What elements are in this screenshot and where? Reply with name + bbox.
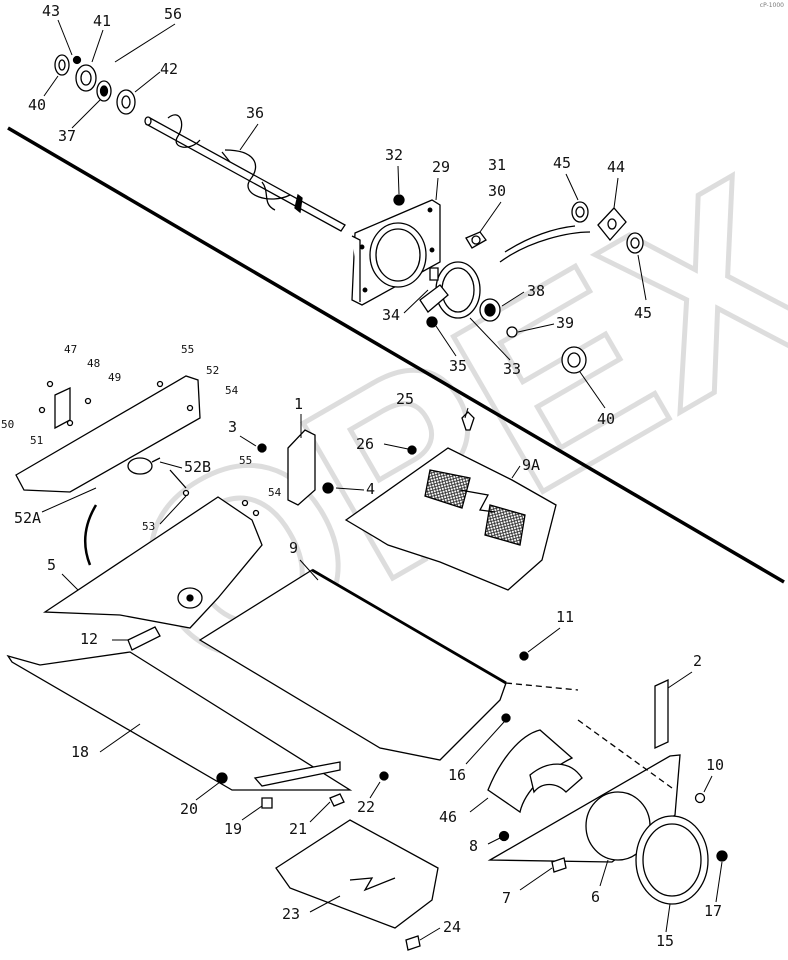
callout-31: 31 (488, 156, 506, 174)
callout-45b: 45 (634, 304, 652, 322)
callout-17: 17 (704, 902, 722, 920)
callout-52: 52 (206, 364, 219, 377)
nut-17 (716, 850, 728, 862)
callout-55a: 55 (181, 343, 194, 356)
bracket-2 (654, 678, 669, 750)
callout-32: 32 (385, 146, 403, 164)
nut-20 (216, 772, 228, 784)
bolt-19 (261, 797, 273, 809)
auger-shaft-assembly (54, 54, 644, 374)
callout-52A: 52A (14, 509, 41, 527)
callout-56: 56 (164, 5, 182, 23)
callout-22: 22 (357, 798, 375, 816)
callout-11: 11 (556, 608, 574, 626)
callout-3: 3 (228, 418, 237, 436)
screen-9A (344, 447, 557, 591)
callout-50: 50 (1, 418, 14, 431)
callout-29: 29 (432, 158, 450, 176)
callout-2: 2 (693, 652, 702, 670)
callout-39: 39 (556, 314, 574, 332)
nut-16 (501, 713, 511, 723)
callout-15: 15 (656, 932, 674, 950)
corner-code: cP-1000 (759, 2, 784, 9)
callout-25: 25 (396, 390, 414, 408)
callout-49: 49 (108, 371, 121, 384)
callout-40: 40 (28, 96, 46, 114)
bracket-1 (287, 429, 316, 506)
nut-39 (506, 326, 518, 338)
callout-41: 41 (93, 12, 111, 30)
strip-12 (127, 626, 161, 651)
callout-35: 35 (449, 357, 467, 375)
bolt-34 (429, 267, 439, 281)
nut-8 (498, 830, 510, 842)
nut-22 (379, 771, 389, 781)
shield-52A (15, 375, 201, 493)
leader-lines (41, 19, 723, 941)
callout-55b: 55 (239, 454, 252, 467)
callout-48: 48 (87, 357, 100, 370)
callout-6: 6 (591, 888, 600, 906)
callout-37: 37 (58, 127, 76, 145)
callout-19: 19 (224, 820, 242, 838)
bolt-7 (551, 857, 567, 873)
bolt-10 (694, 792, 706, 804)
callout-44: 44 (607, 158, 625, 176)
callout-labels: 43 41 56 40 37 42 36 32 29 31 30 45 44 4… (1, 2, 724, 950)
callout-38: 38 (527, 282, 545, 300)
callout-45a: 45 (553, 154, 571, 172)
callout-43: 43 (42, 2, 60, 20)
callout-34: 34 (382, 306, 400, 324)
callout-10: 10 (706, 756, 724, 774)
callout-7: 7 (502, 889, 511, 907)
callout-8: 8 (469, 837, 478, 855)
deflector-46 (487, 729, 574, 814)
shield-5 (42, 496, 263, 629)
shaft-36 (145, 117, 346, 232)
callout-24: 24 (443, 918, 461, 936)
callout-54a: 54 (225, 384, 239, 397)
callout-20: 20 (180, 800, 198, 818)
callout-23: 23 (282, 905, 300, 923)
callout-30: 30 (488, 182, 506, 200)
nut-4 (322, 482, 334, 494)
callout-4: 4 (366, 480, 375, 498)
callout-9: 9 (289, 539, 298, 557)
callout-18: 18 (71, 743, 89, 761)
callout-40b: 40 (597, 410, 615, 428)
callout-46: 46 (439, 808, 457, 826)
callout-36: 36 (246, 104, 264, 122)
callout-51: 51 (30, 434, 43, 447)
callout-16: 16 (448, 766, 466, 784)
callout-52B: 52B (184, 458, 211, 476)
callout-53: 53 (142, 520, 155, 533)
bolt-43 (72, 55, 82, 65)
callout-21: 21 (289, 820, 307, 838)
callout-47: 47 (64, 343, 77, 356)
pan-23 (275, 819, 439, 929)
callout-1: 1 (294, 395, 303, 413)
nut-35 (426, 316, 438, 328)
nut-32 (393, 194, 405, 206)
bolt-3 (257, 443, 267, 453)
bolt-24 (405, 935, 421, 951)
callout-33: 33 (503, 360, 521, 378)
shield-assembly (6, 375, 728, 951)
strip-18 (6, 651, 353, 791)
callout-26: 26 (356, 435, 374, 453)
callout-12: 12 (80, 630, 98, 648)
callout-54b: 54 (268, 486, 282, 499)
nut-26 (407, 445, 417, 455)
callout-9A: 9A (522, 456, 540, 474)
callout-5: 5 (47, 556, 56, 574)
section-divider-line (7, 126, 785, 584)
bolt-21 (329, 793, 345, 807)
callout-42: 42 (160, 60, 178, 78)
nut-11 (519, 651, 529, 661)
